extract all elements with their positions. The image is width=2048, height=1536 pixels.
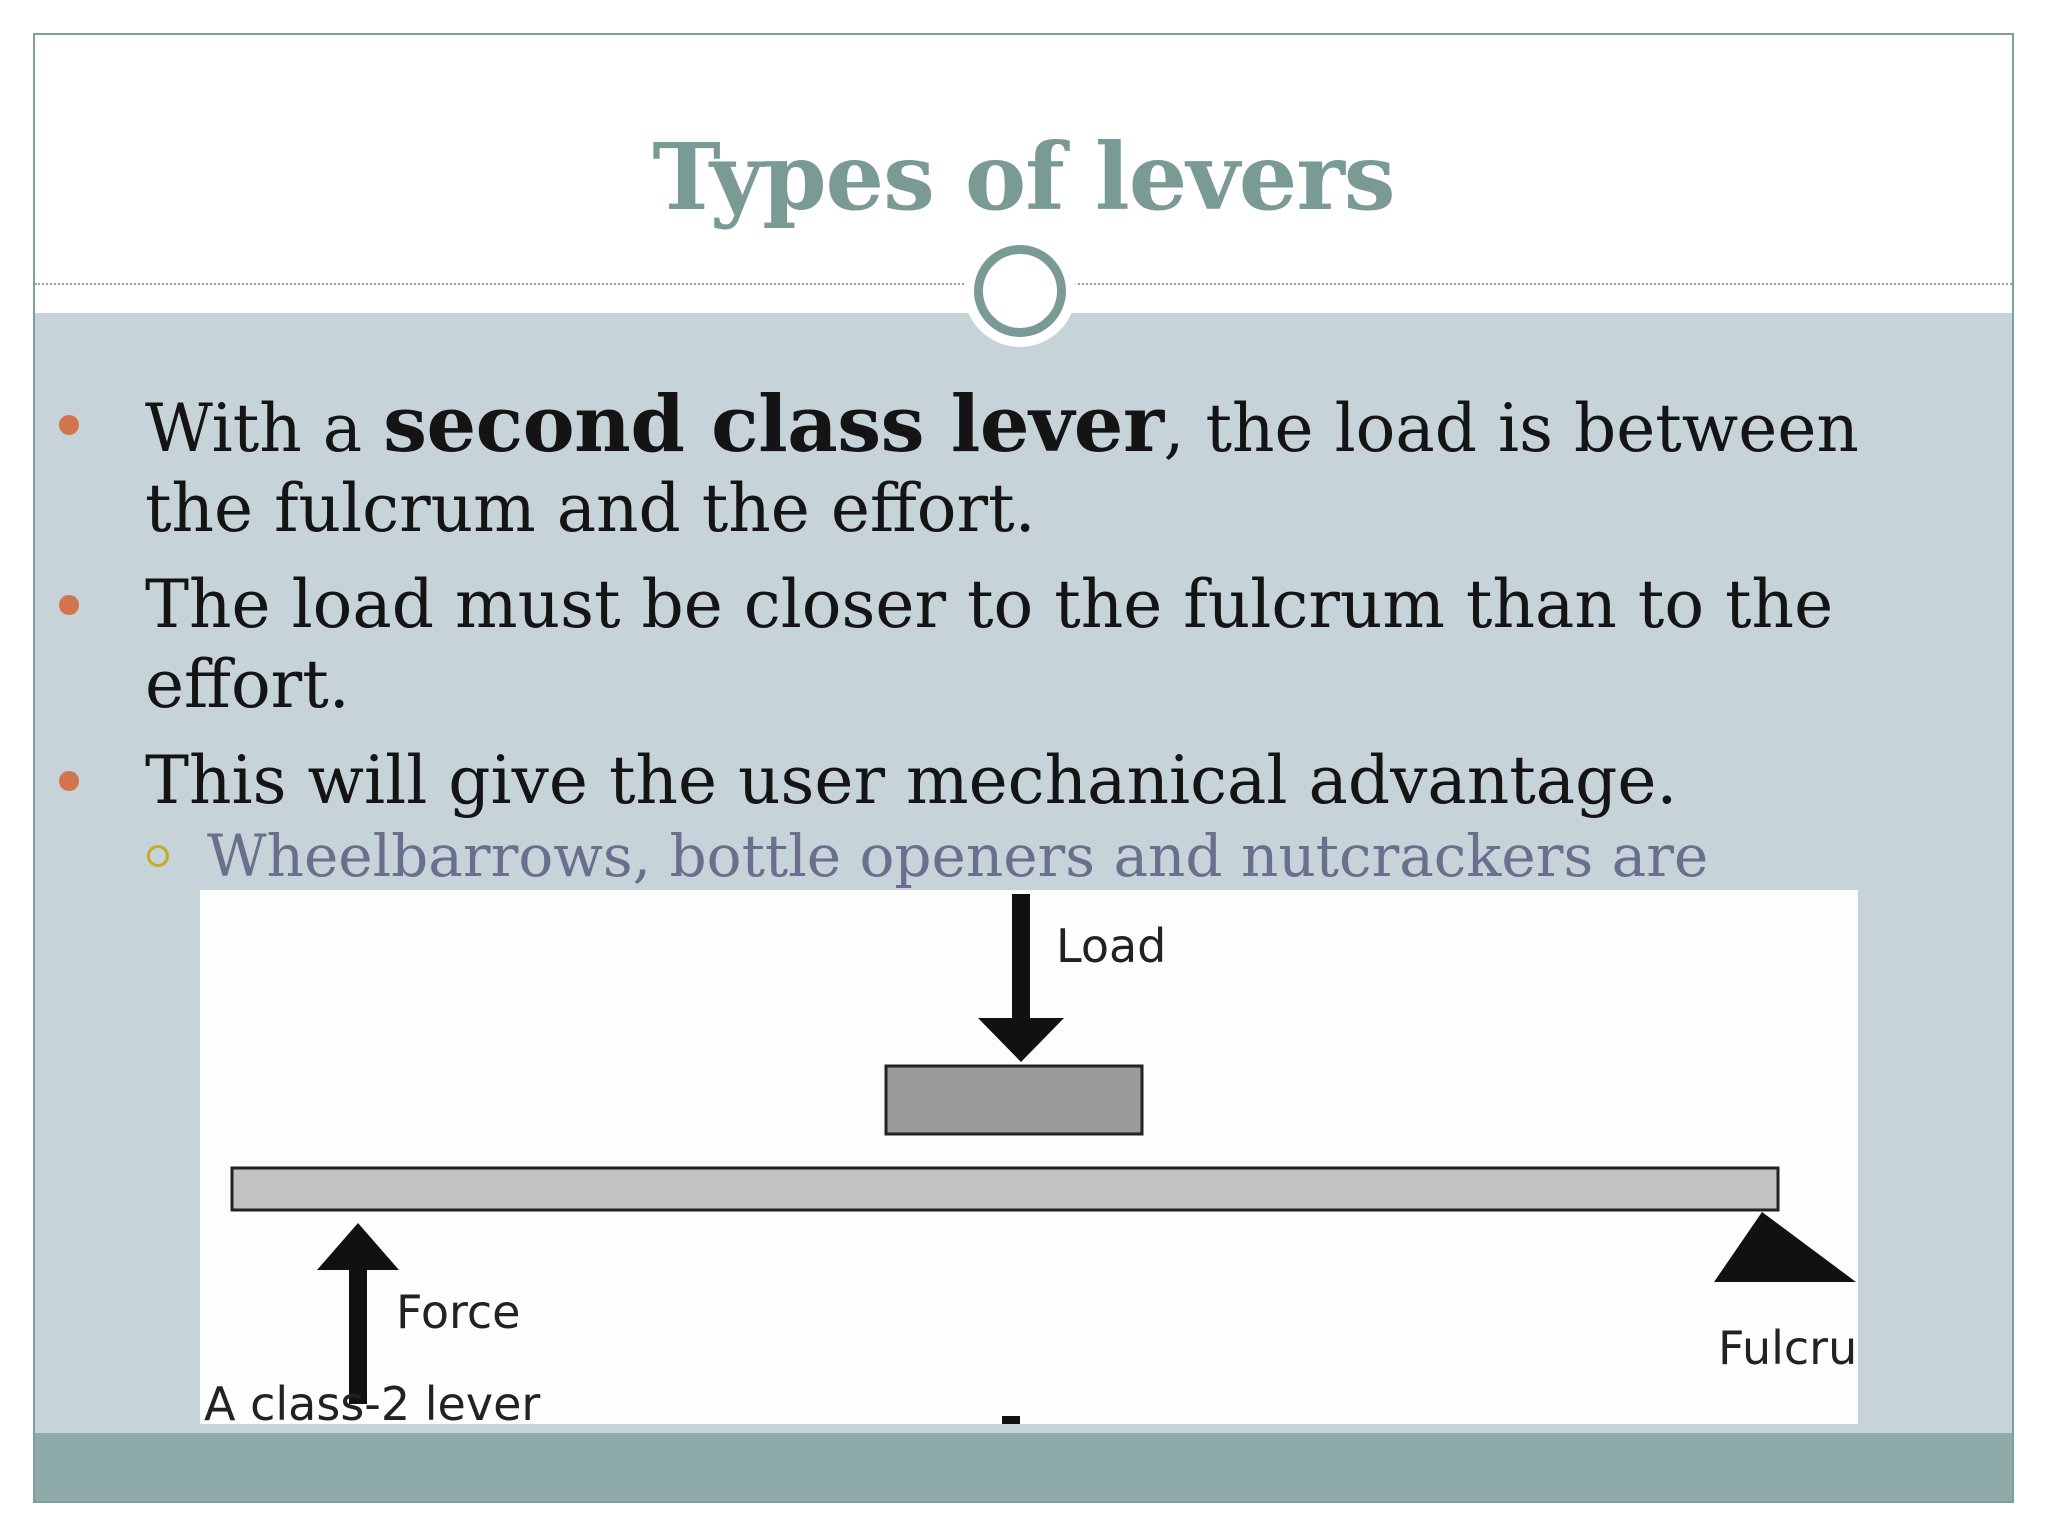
slide-title: Types of levers [652, 123, 1395, 231]
bullet-1-lead: With a [145, 390, 384, 467]
fulcrum-label: Fulcrum [1718, 1321, 1858, 1375]
bullet-1-tail: , the load is between the fulcrum and th… [145, 390, 1859, 547]
load-arrow-shaft [1012, 894, 1030, 1024]
diagram-caption: A class-2 lever [204, 1377, 540, 1424]
sub-bullet-ring-icon [147, 845, 169, 867]
bullet-item-2: The load must be closer to the fulcrum t… [59, 565, 1925, 725]
bullet-text-3: This will give the user mechanical advan… [145, 742, 1678, 819]
load-arrow-head-icon [978, 1018, 1064, 1062]
bullet-item-3: This will give the user mechanical advan… [59, 741, 1925, 821]
load-block [884, 1064, 1144, 1136]
force-arrow-head-icon [317, 1223, 399, 1270]
bullet-item-1: With a second class lever, the load is b… [59, 385, 1925, 549]
load-label: Load [1056, 919, 1166, 973]
bullet-text-1: With a second class lever, the load is b… [145, 385, 1925, 549]
slide: Types of levers With a second class leve… [33, 33, 2014, 1503]
footer-band [35, 1433, 2012, 1501]
diagram-mark [1002, 1416, 1020, 1424]
fulcrum-triangle-icon [1714, 1212, 1856, 1282]
force-label: Force [396, 1285, 520, 1339]
bullet-dot-icon [59, 415, 79, 435]
bullet-dot-icon [59, 771, 79, 791]
lever-beam [230, 1166, 1780, 1212]
bullet-text-2: The load must be closer to the fulcrum t… [145, 566, 1834, 723]
bullet-list: With a second class lever, the load is b… [59, 385, 1925, 961]
lever-diagram: Load Fulcrum Force A class-2 lever [200, 890, 1858, 1424]
circle-ornament-icon [974, 245, 1066, 337]
force-arrow-shaft [349, 1266, 367, 1404]
lever-diagram-svg: Load Fulcrum Force A class-2 lever [204, 894, 1858, 1424]
bullet-dot-icon [59, 595, 79, 615]
bullet-1-emphasis: second class lever [383, 379, 1164, 470]
